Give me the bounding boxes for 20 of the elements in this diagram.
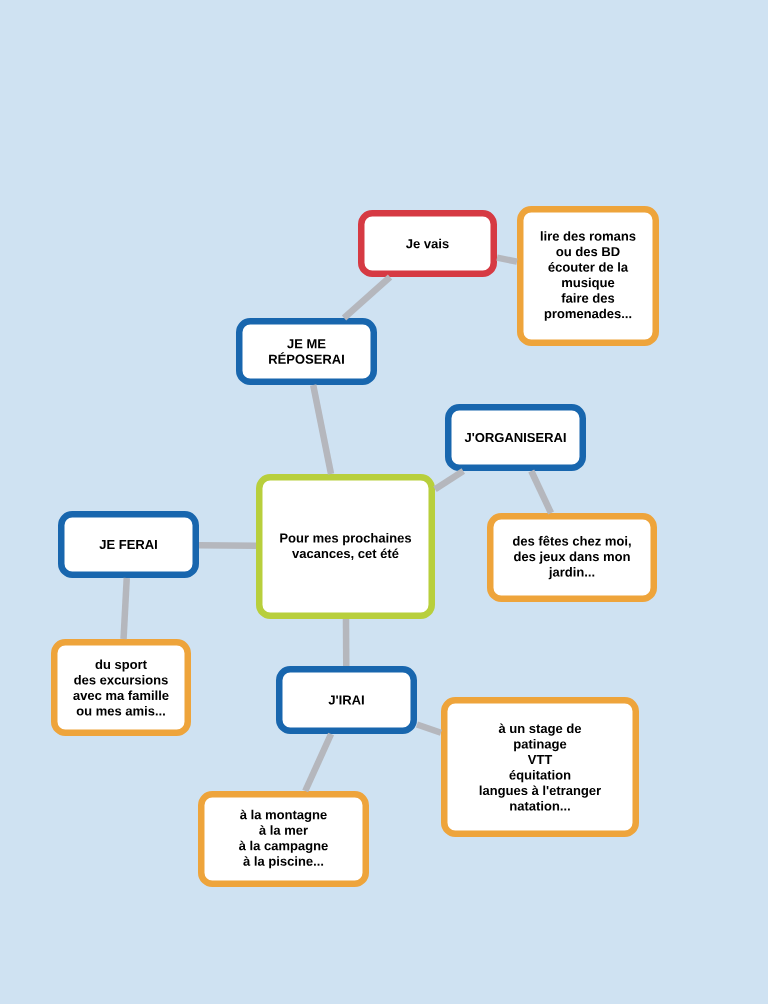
connector-line xyxy=(496,254,518,265)
connector-line xyxy=(433,468,466,492)
detail-box: à la montagne à la mer à la campagne à la piscine... xyxy=(198,791,369,887)
connector-line xyxy=(341,274,393,321)
branch-box: JE FERAI xyxy=(58,511,199,578)
sub-branch-box: Je vais xyxy=(358,210,497,277)
detail-box: à un stage de patinage VTT équitation langues à l'etranger natation... xyxy=(441,697,639,837)
detail-box: des fêtes chez moi, des jeux dans mon jardin... xyxy=(487,513,657,602)
branch-box: J'IRAI xyxy=(276,666,417,734)
connector-line xyxy=(302,732,335,793)
branch-box: JE ME RÉPOSERAI xyxy=(236,318,377,385)
branch-box: J'ORGANISERAI xyxy=(445,404,586,471)
connector-line xyxy=(198,541,257,549)
connector-line xyxy=(528,469,554,515)
central-topic-box: Pour mes prochaines vacances, cet été xyxy=(256,474,435,619)
connector-line xyxy=(415,721,443,736)
detail-box: lire des romans ou des BD écouter de la musique faire des promenades... xyxy=(517,206,659,346)
connector-line xyxy=(310,384,335,475)
connector-line xyxy=(120,577,130,640)
detail-box: du sport des excursions avec ma famille ou mes amis... xyxy=(51,639,191,736)
